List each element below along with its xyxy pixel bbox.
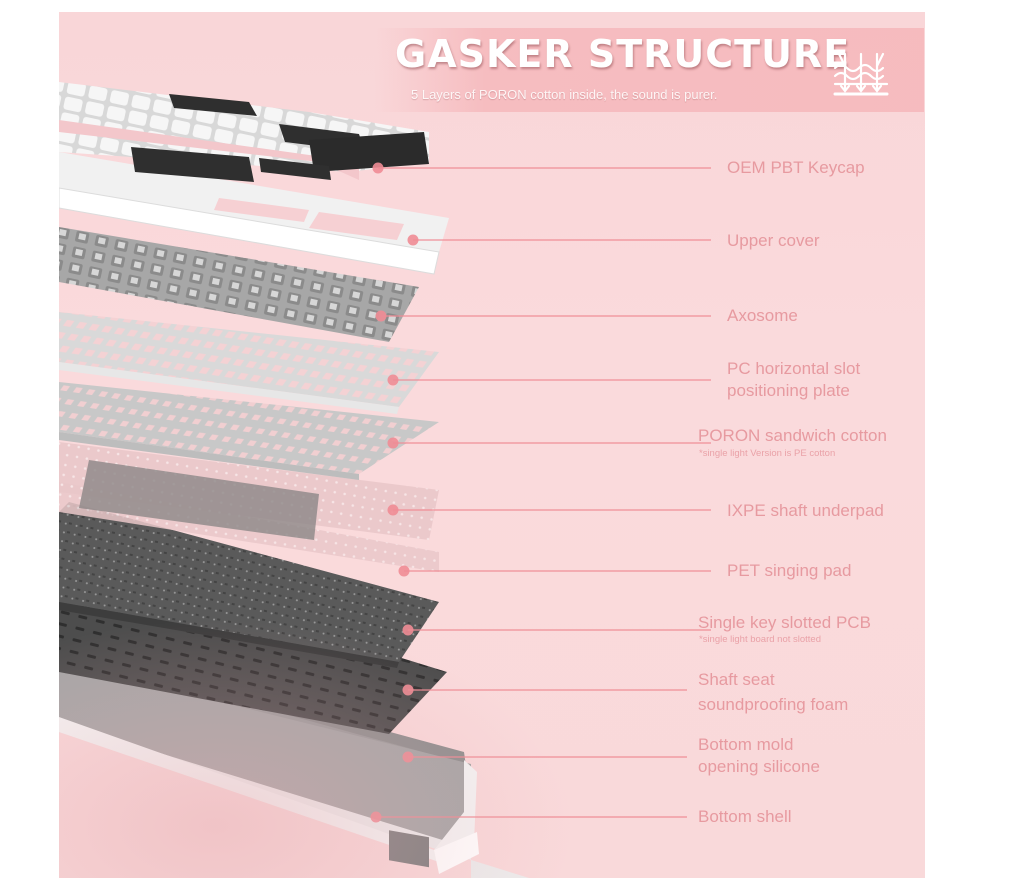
page-subtitle: 5 Layers of PORON cotton inside, the sou… bbox=[411, 87, 718, 102]
label-bottom-silicone: Bottom mold opening silicone bbox=[698, 734, 820, 778]
label-keycap: OEM PBT Keycap bbox=[727, 158, 865, 177]
note-poron-cotton: *single light Version is PE cotton bbox=[699, 448, 836, 459]
layer-keycap bbox=[59, 82, 429, 182]
label-axosome: Axosome bbox=[727, 306, 798, 325]
note-pcb: *single light board not slotted bbox=[699, 634, 821, 645]
label-bottom-silicone-line1: Bottom mold bbox=[698, 735, 794, 754]
layer-axosome bbox=[59, 227, 419, 342]
label-pet-pad: PET singing pad bbox=[727, 561, 852, 580]
layer-ixpe-underpad bbox=[59, 442, 439, 540]
label-ixpe-underpad: IXPE shaft underpad bbox=[727, 501, 884, 520]
label-seat-foam-line2: soundproofing foam bbox=[698, 695, 849, 714]
label-pc-plate: PC horizontal slot positioning plate bbox=[727, 358, 860, 402]
layer-poron-cotton bbox=[59, 382, 439, 480]
layer-upper-cover bbox=[59, 152, 449, 275]
gasket-cushion-icon bbox=[833, 52, 889, 96]
product-infographic: GASKER STRUCTURE 5 Layers of PORON cotto… bbox=[59, 12, 925, 878]
label-poron-cotton: PORON sandwich cotton bbox=[698, 426, 887, 445]
header-banner bbox=[374, 28, 924, 112]
label-seat-foam: Shaft seat soundproofing foam bbox=[698, 667, 848, 717]
label-pc-plate-line1: PC horizontal slot bbox=[727, 359, 861, 378]
label-bottom-shell: Bottom shell bbox=[698, 807, 792, 826]
exploded-keyboard-illustration bbox=[59, 82, 529, 878]
label-pc-plate-line2: positioning plate bbox=[727, 381, 850, 400]
layer-pc-plate bbox=[59, 312, 439, 414]
label-bottom-silicone-line2: opening silicone bbox=[698, 757, 820, 776]
label-pcb: Single key slotted PCB bbox=[698, 613, 871, 632]
page-title: GASKER STRUCTURE bbox=[395, 32, 851, 76]
layer-pcb bbox=[59, 502, 439, 668]
label-upper-cover: Upper cover bbox=[727, 231, 820, 250]
label-seat-foam-line1: Shaft seat bbox=[698, 670, 775, 689]
